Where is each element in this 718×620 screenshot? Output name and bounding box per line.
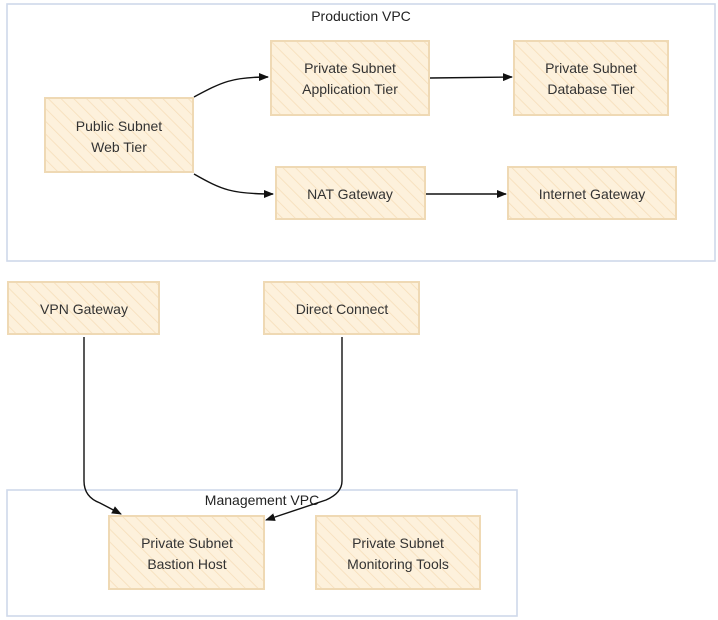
node-application-tier-line-1: Private Subnet — [304, 60, 396, 76]
node-application-tier[interactable]: Private Subnet Application Tier — [270, 40, 430, 116]
node-database-tier-line-2: Database Tier — [547, 81, 634, 97]
node-application-tier-box — [270, 40, 430, 116]
edge-dc-to-bastion — [265, 337, 343, 521]
node-web-tier-line-1: Public Subnet — [76, 118, 163, 134]
node-database-tier-line-1: Private Subnet — [545, 60, 637, 76]
node-direct-connect-line-1: Direct Connect — [296, 301, 389, 317]
node-web-tier-box — [44, 97, 194, 173]
production-vpc-border — [6, 3, 716, 262]
node-direct-connect-box — [263, 281, 420, 335]
node-vpn-gateway-line-1: VPN Gateway — [40, 301, 128, 317]
node-bastion-host-line-2: Bastion Host — [147, 556, 226, 572]
node-bastion-host-line-1: Private Subnet — [141, 535, 233, 551]
node-nat-gateway[interactable]: NAT Gateway — [275, 166, 426, 220]
node-bastion-host[interactable]: Private Subnet Bastion Host — [108, 515, 265, 590]
management-vpc-border — [6, 489, 518, 617]
edges — [83, 73, 513, 521]
group-management-vpc: Management VPC — [6, 489, 518, 617]
node-nat-gateway-line-1: NAT Gateway — [307, 186, 393, 202]
production-vpc-label: Production VPC — [311, 8, 411, 24]
management-vpc-label: Management VPC — [205, 492, 319, 508]
node-internet-gateway-line-1: Internet Gateway — [539, 186, 646, 202]
node-nat-gateway-box — [275, 166, 426, 220]
node-direct-connect[interactable]: Direct Connect — [263, 281, 420, 335]
node-vpn-gateway[interactable]: VPN Gateway — [7, 281, 160, 335]
edge-web-to-app — [193, 73, 269, 98]
node-internet-gateway-box — [507, 166, 677, 220]
node-application-tier-line-2: Application Tier — [302, 81, 398, 97]
node-monitoring-tools-line-2: Monitoring Tools — [347, 556, 449, 572]
node-internet-gateway[interactable]: Internet Gateway — [507, 166, 677, 220]
node-monitoring-tools-line-1: Private Subnet — [352, 535, 444, 551]
node-vpn-gateway-box — [7, 281, 160, 335]
edge-app-to-db — [429, 73, 513, 82]
node-web-tier-line-2: Web Tier — [91, 139, 147, 155]
node-bastion-host-box — [108, 515, 265, 590]
node-monitoring-tools[interactable]: Private Subnet Monitoring Tools — [315, 515, 481, 590]
node-database-tier[interactable]: Private Subnet Database Tier — [513, 40, 669, 116]
edge-vpn-to-bastion — [83, 337, 122, 515]
node-web-tier[interactable]: Public Subnet Web Tier — [44, 97, 194, 173]
group-production-vpc: Production VPC — [6, 3, 716, 262]
edge-web-to-nat — [193, 173, 274, 198]
node-monitoring-tools-box — [315, 515, 481, 590]
node-database-tier-box — [513, 40, 669, 116]
